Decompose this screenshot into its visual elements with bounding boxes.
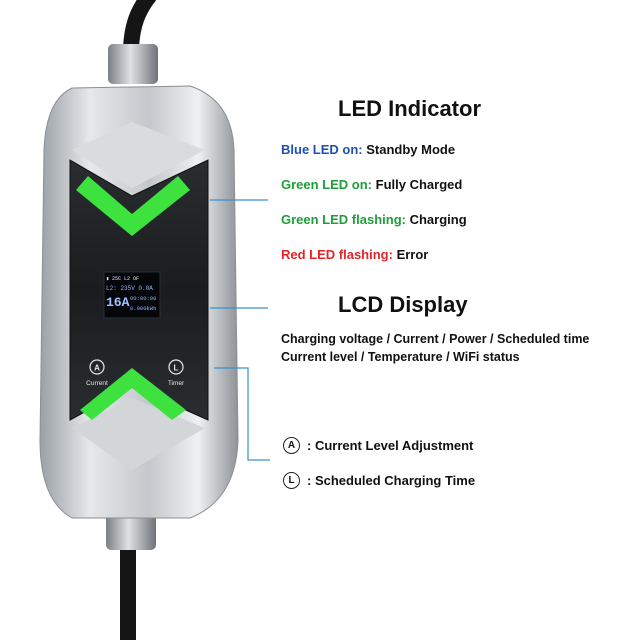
- lcd-display-heading: LCD Display: [338, 292, 468, 317]
- led-item-green-on: Green LED on: Fully Charged: [281, 177, 462, 192]
- current-button-symbol: A: [94, 364, 100, 373]
- legend-text: : Scheduled Charging Time: [307, 473, 476, 488]
- timer-button-label: Timer: [168, 380, 185, 387]
- current-button: [89, 359, 105, 375]
- lcd-description-line-2: Current level / Temperature / WiFi statu…: [281, 350, 520, 364]
- legend-current-adjust: A : Current Level Adjustment: [283, 437, 473, 454]
- led-item-text: Error: [396, 247, 429, 262]
- led-item-text: Standby Mode: [366, 142, 456, 157]
- lcd-energy-line: 0.000kWh: [130, 305, 156, 312]
- lcd-current-big: 16A: [106, 295, 130, 310]
- buttons-callout-line: [214, 367, 270, 461]
- timer-symbol-icon: L: [283, 472, 300, 489]
- lcd-screen: [103, 271, 161, 319]
- led-item-prefix: Blue LED on:: [281, 142, 363, 157]
- lcd-voltage-line: L2: 235V 0.0A: [106, 285, 153, 292]
- led-item-red-flashing: Red LED flashing: Error: [281, 247, 428, 262]
- current-button-label: Current: [86, 380, 108, 387]
- legend-scheduled-time: L : Scheduled Charging Time: [283, 472, 475, 489]
- lcd-description-line-1: Charging voltage / Current / Power / Sch…: [281, 332, 590, 346]
- current-symbol-icon: A: [283, 437, 300, 454]
- top-facet: [72, 122, 205, 188]
- led-item-prefix: Green LED flashing:: [281, 212, 406, 227]
- led-item-prefix: Red LED flashing:: [281, 247, 393, 262]
- top-led-chevron: [76, 176, 190, 236]
- top-cable-cap: [108, 44, 158, 84]
- led-item-text: Charging: [409, 212, 467, 227]
- led-item-blue: Blue LED on: Standby Mode: [281, 142, 455, 157]
- led-item-green-flashing: Green LED flashing: Charging: [281, 212, 467, 227]
- timer-button-symbol: L: [174, 364, 179, 373]
- led-item-text: Fully Charged: [375, 177, 463, 192]
- lcd-status-bar: ▮ 25C L2 OF: [106, 276, 139, 282]
- lcd-time-line: 00:00:00: [130, 295, 156, 302]
- led-indicator-heading: LED Indicator: [338, 96, 482, 121]
- bottom-led-chevron: [80, 368, 186, 420]
- legend-text: : Current Level Adjustment: [307, 438, 474, 453]
- led-item-prefix: Green LED on:: [281, 177, 373, 192]
- top-cable: [123, 0, 157, 49]
- timer-button: [168, 359, 184, 375]
